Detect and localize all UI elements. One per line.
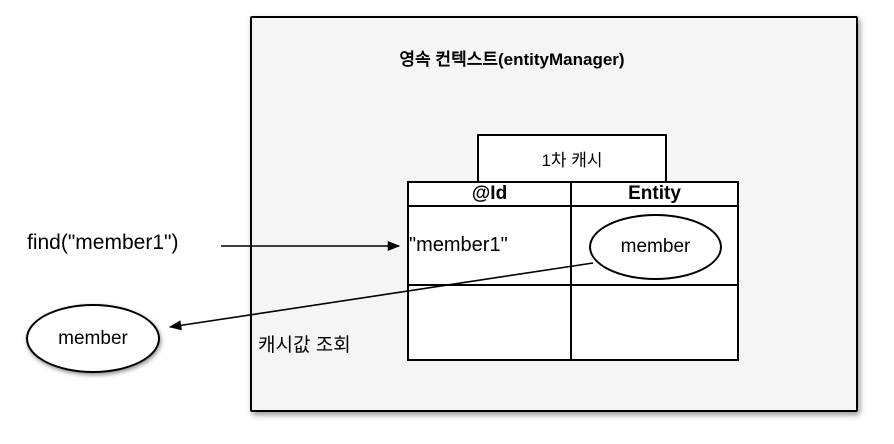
cell-id-empty xyxy=(407,283,572,362)
cache-lookup-label: 캐시값 조회 xyxy=(258,335,351,356)
diagram-title: 영속 컨텍스트(entityManager) xyxy=(399,50,625,69)
cell-entity-empty xyxy=(570,283,739,362)
column-header-id: @Id xyxy=(407,180,572,208)
first-level-cache-label: 1차 캐시 xyxy=(477,134,667,183)
cache-table: @Id Entity "member1" xyxy=(407,180,739,362)
table-header-row: @Id Entity xyxy=(407,180,739,208)
column-header-entity: Entity xyxy=(570,180,739,208)
member-entity-ellipse: member xyxy=(589,214,722,280)
table-row xyxy=(407,283,739,362)
cell-id-member1: "member1" xyxy=(407,205,572,286)
result-member-ellipse: member xyxy=(26,304,160,373)
find-call-label: find("member1") xyxy=(27,231,179,254)
